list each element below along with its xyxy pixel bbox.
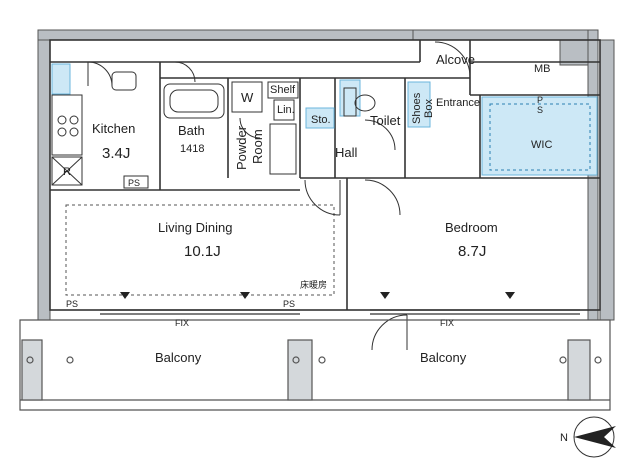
- storage-label: Sto.: [311, 114, 331, 126]
- ps-marker-kitchen: PS: [128, 178, 140, 188]
- floor-heating-area: [65, 204, 335, 296]
- wet-areas: [51, 63, 598, 176]
- balcony-left-label: Balcony: [155, 350, 202, 365]
- entrance-label: Entrance: [436, 97, 480, 109]
- bedroom-size: 8.7J: [458, 243, 486, 260]
- utility-fixtures: [231, 81, 299, 175]
- sash-markers: [120, 292, 515, 299]
- compass: N: [560, 416, 616, 458]
- toilet-label: Toilet: [370, 113, 401, 128]
- hall-label: Hall: [335, 145, 358, 160]
- bedroom-label: Bedroom: [445, 220, 498, 235]
- interior-walls: [49, 39, 601, 311]
- powder-room-label-line1: Powder: [234, 125, 249, 170]
- ps-marker-wic-s: S: [537, 105, 543, 115]
- kitchen-fixtures: [51, 71, 149, 189]
- compass-north-label: N: [560, 432, 568, 444]
- alcove-label: Alcove: [436, 52, 475, 67]
- ps-marker-center: PS: [283, 299, 295, 309]
- toilet-fixture: [343, 87, 376, 117]
- linen-label: Lin.: [277, 104, 295, 116]
- ps-marker-wic-p: P: [537, 95, 543, 105]
- north-arrow-icon: [574, 426, 616, 448]
- bath-fixtures: [163, 83, 225, 119]
- ps-marker-living: PS: [66, 299, 78, 309]
- floor-heating-label: 床暖房: [300, 279, 327, 290]
- wic-shelf-lines: [489, 103, 591, 171]
- bath-size: 1418: [180, 143, 204, 155]
- wic-label: WIC: [531, 139, 552, 151]
- balcony-right-label: Balcony: [420, 350, 467, 365]
- shoes-box-label-line2: Box: [423, 99, 435, 118]
- kitchen-label: Kitchen: [92, 121, 135, 136]
- shoes-box-label-line1: Shoes: [411, 92, 423, 124]
- doors: [87, 41, 471, 351]
- living-dining-label: Living Dining: [158, 220, 232, 235]
- washer-label: W: [241, 90, 254, 105]
- fix-marker-right: FIX: [440, 318, 454, 328]
- powder-room-label-line2: Room: [250, 129, 265, 164]
- bath-label: Bath: [178, 123, 205, 138]
- meter-box-label: MB: [534, 63, 551, 75]
- window-sashes: [100, 309, 580, 315]
- fix-marker-left: FIX: [175, 318, 189, 328]
- shelf-label: Shelf: [270, 84, 296, 96]
- kitchen-size: 3.4J: [102, 145, 130, 162]
- refrigerator-label: R: [63, 166, 71, 178]
- living-dining-size: 10.1J: [184, 243, 221, 260]
- balcony-structure: [19, 319, 611, 411]
